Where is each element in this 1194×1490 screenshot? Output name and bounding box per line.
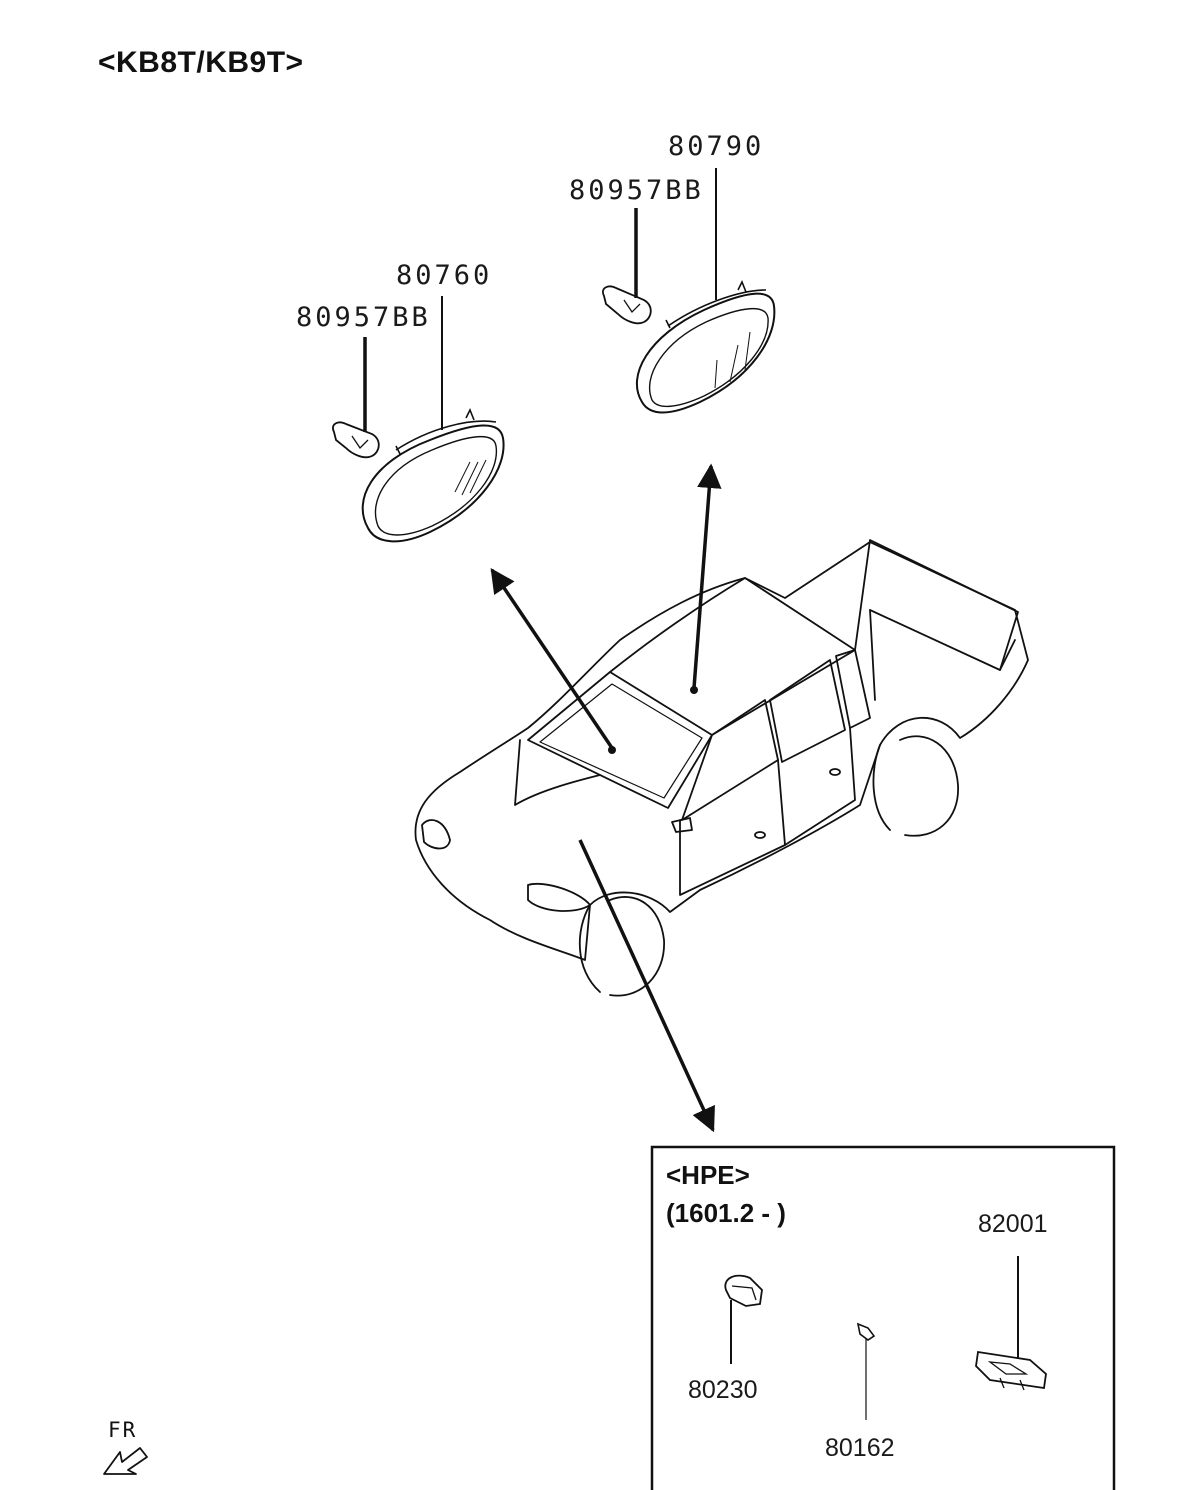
arrow-to-lamp-right	[692, 463, 722, 689]
label-bracket: 82001	[978, 1210, 1048, 1238]
map-lamp-left	[361, 408, 505, 543]
bulb-right	[602, 285, 652, 325]
label-screw: 80162	[825, 1434, 895, 1462]
lamp-position-rear	[690, 686, 698, 694]
callout-bulb-right: 80957BB	[569, 175, 704, 206]
pickup-truck	[414, 539, 1029, 997]
callout-bulb-left: 80957BB	[296, 302, 431, 333]
front-direction-arrow	[103, 1447, 148, 1475]
model-title: <KB8T/KB9T>	[98, 46, 304, 79]
map-lamp-right	[636, 280, 776, 414]
inset-range: (1601.2 - )	[666, 1198, 786, 1228]
inset-variant: <HPE>	[666, 1160, 750, 1190]
clip-part	[724, 1274, 763, 1307]
inset-box	[650, 1145, 1116, 1490]
bracket-part	[975, 1350, 1047, 1391]
callout-lamp-right: 80790	[668, 131, 765, 162]
label-clip: 80230	[688, 1376, 758, 1404]
bulb-left	[332, 421, 380, 459]
callout-lamp-left: 80760	[396, 260, 493, 291]
arrow-to-lamp-left	[490, 567, 614, 749]
arrow-to-inset	[578, 839, 715, 1133]
screw-part	[856, 1322, 876, 1341]
front-direction-label: FR	[108, 1418, 138, 1442]
